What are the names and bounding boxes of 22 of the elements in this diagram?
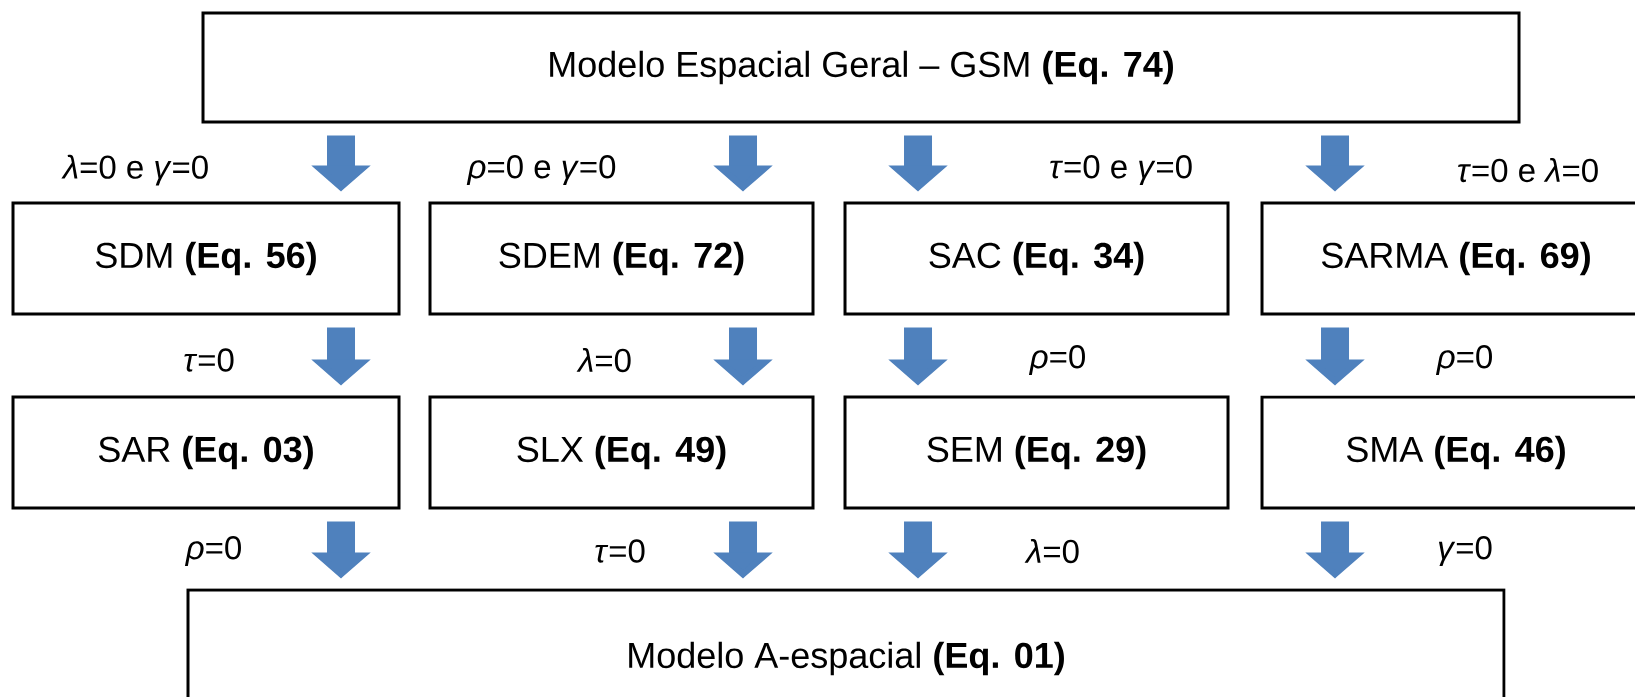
edge-label: τ=0	[184, 348, 234, 372]
model-box: SAR (Eq. 03)	[11, 395, 401, 510]
edge-label: ρ=0	[1435, 345, 1492, 375]
edge-label: λ=0	[1024, 538, 1079, 564]
model-box: SEM (Eq. 29)	[843, 395, 1230, 510]
model-box: Modelo Espacial Geral – GSM (Eq. 74)	[201, 11, 1521, 124]
model-box: SLX (Eq. 49)	[428, 395, 815, 510]
edge-label: λ=0	[576, 347, 631, 373]
edge-label: λ=0 e γ=0	[61, 154, 208, 186]
edge-label: γ=0	[1438, 536, 1492, 566]
edge-label: τ=0	[595, 539, 645, 563]
edge-label: ρ=0	[1028, 345, 1085, 375]
model-box: SDM (Eq. 56)	[11, 201, 401, 316]
model-box: Modelo A-espacial (Eq. 01)	[186, 588, 1506, 697]
edge-label: ρ=0	[184, 536, 241, 566]
model-box: SMA (Eq. 46)	[1260, 395, 1635, 510]
model-box: SAC (Eq. 34)	[843, 201, 1230, 316]
edge-label: ρ=0 e γ=0	[466, 155, 616, 185]
model-box: SDEM (Eq. 72)	[428, 201, 815, 316]
edge-label: τ=0 e γ=0	[1050, 155, 1192, 185]
edge-label: τ=0 e λ=0	[1458, 157, 1598, 183]
model-box: SARMA (Eq. 69)	[1260, 201, 1635, 316]
